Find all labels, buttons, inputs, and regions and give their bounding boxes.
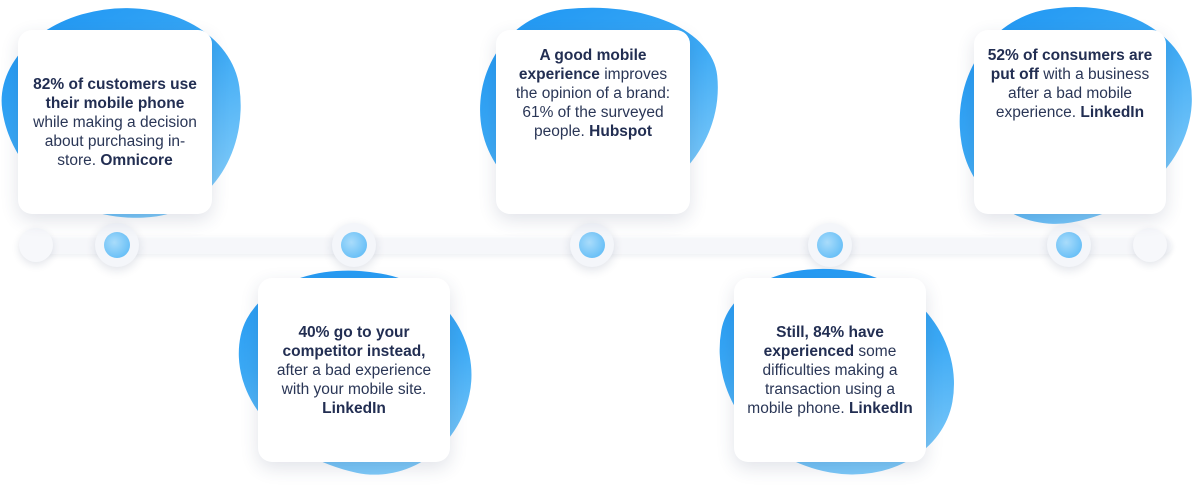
stat-card-2-body: after a bad experience with your mobile … — [276, 361, 432, 398]
timeline-node-5 — [1047, 223, 1091, 267]
timeline-start-node — [19, 228, 53, 262]
timeline-end-node — [1133, 228, 1167, 262]
stat-card-5-body: with a business after a bad mobile exper… — [995, 66, 1150, 121]
stat-card-5-text: 52% of consumers are put off with a busi… — [986, 46, 1154, 122]
timeline-node-4 — [808, 223, 852, 267]
timeline-node-2 — [332, 223, 376, 267]
stat-card-5-source: LinkedIn — [1080, 104, 1145, 121]
stat-card-1-body: while making a decision about purchasing… — [33, 113, 197, 169]
stat-card-3-source: Hubspot — [589, 123, 653, 140]
stat-card-3-body: improves the opinion of a brand: 61% of … — [515, 66, 671, 140]
stat-card-1-text: 82% of customers use their mobile phone … — [30, 75, 200, 170]
stat-card-1-source: Omnicore — [100, 151, 173, 169]
stat-card-3-text: A good mobile experience improves the op… — [508, 46, 678, 141]
stat-card-4-body: some difficulties making a transaction u… — [747, 342, 898, 417]
stat-card-2-text: 40% go to your competitor instead, after… — [270, 323, 438, 418]
stat-card-4-text: Still, 84% have experienced some difficu… — [746, 323, 914, 418]
stat-card-3-bold: A good mobile experience — [518, 47, 647, 83]
stat-card-2-bold: 40% go to your competitor instead, — [282, 323, 426, 360]
stat-card-1: 82% of customers use their mobile phone … — [18, 30, 212, 214]
stat-card-5: 52% of consumers are put off with a busi… — [974, 30, 1166, 214]
stat-card-1-bold: 82% of customers use their mobile phone — [33, 75, 197, 112]
stat-card-4-bold: Still, 84% have experienced — [763, 323, 884, 360]
stat-card-4: Still, 84% have experienced some difficu… — [734, 278, 926, 462]
timeline-node-3 — [570, 223, 614, 267]
stat-card-3: A good mobile experience improves the op… — [496, 30, 690, 214]
timeline-node-1 — [95, 223, 139, 267]
stat-card-2: 40% go to your competitor instead, after… — [258, 278, 450, 462]
stat-card-2-source: LinkedIn — [322, 399, 386, 417]
stat-card-4-source: LinkedIn — [848, 399, 913, 417]
stat-card-5-bold: 52% of consumers are put off — [987, 47, 1153, 83]
